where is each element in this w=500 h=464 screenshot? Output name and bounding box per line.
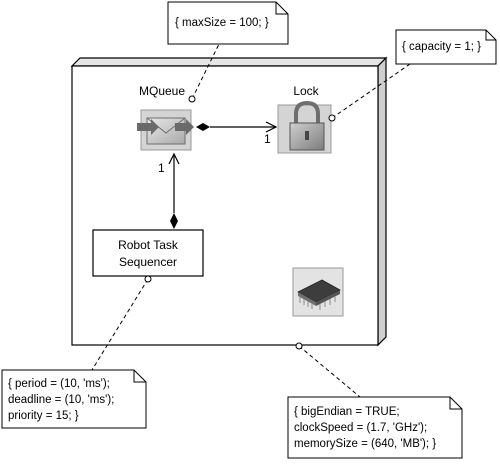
padlock-icon (277, 100, 332, 154)
mqueue-label: MQueue (139, 84, 185, 98)
mqueue-lock-multiplicity: 1 (264, 132, 271, 146)
microchip-icon (292, 267, 344, 317)
mail-envelope-icon (137, 109, 194, 151)
node-constraint-note: { bigEndian = TRUE; clockSpeed = (1.7, '… (287, 342, 463, 459)
mqueue-sequencer-connector: 1 (158, 152, 180, 229)
node-note-line1: { bigEndian = TRUE; (294, 406, 400, 418)
lock-component[interactable]: Lock (277, 84, 332, 154)
sequencer-label-line1: Robot Task (118, 238, 179, 252)
lock-label: Lock (293, 84, 319, 98)
sequencer-label-line2: Sequencer (119, 255, 177, 269)
node-note-line2: clockSpeed = (1.7, 'GHz'); (294, 422, 427, 434)
mqueue-lock-connector: 1 (196, 121, 278, 146)
mqueue-note-line1: { maxSize = 100; } (175, 17, 269, 29)
lock-constraint-note: { capacity = 1; } (328, 29, 497, 122)
lock-note-line1: { capacity = 1; } (402, 41, 481, 53)
processor-component[interactable] (292, 267, 344, 317)
sequencer-constraint-note: { period = (10, 'ms'); deadline = (10, '… (1, 275, 152, 429)
sequencer-note-line1: { period = (10, 'ms'); (8, 378, 110, 390)
node-note-line3: memorySize = (640, 'MB'); } (294, 438, 436, 450)
mqueue-constraint-note: { maxSize = 100; } (167, 1, 289, 103)
sequencer-component[interactable]: Robot Task Sequencer (92, 229, 204, 277)
mqueue-component[interactable]: MQueue (137, 84, 194, 151)
sequencer-note-line2: deadline = (10, 'ms'); (8, 394, 114, 406)
mqueue-sequencer-multiplicity: 1 (158, 161, 165, 175)
sequencer-note-line3: priority = 15; } (8, 410, 79, 422)
